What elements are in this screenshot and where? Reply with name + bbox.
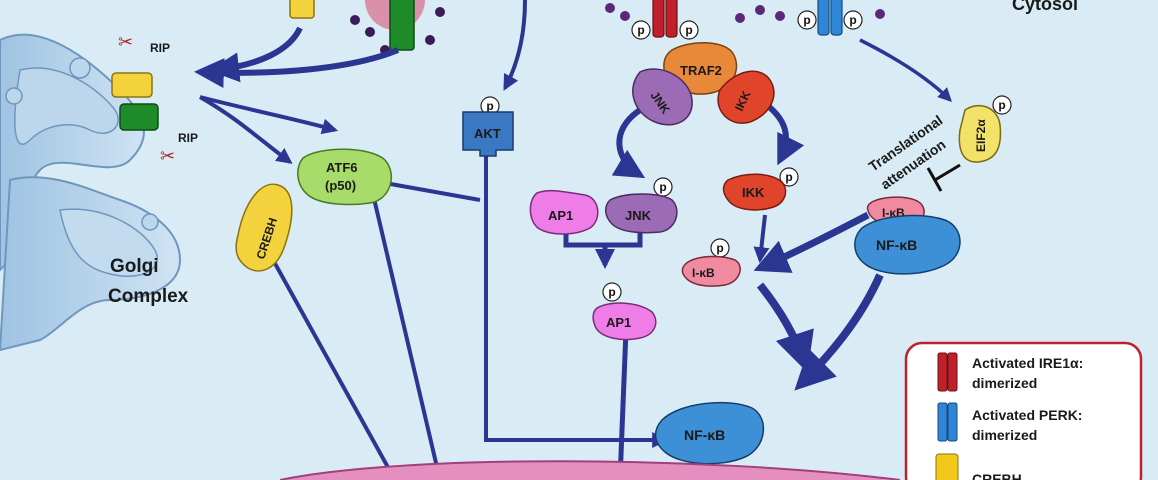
- nucleus-membrane: [279, 460, 901, 480]
- pathway-arrows: [194, 0, 952, 480]
- ribosome-dots-right: [605, 3, 885, 23]
- legend-perk-line2: dimerized: [972, 427, 1037, 443]
- crebh-protein: [235, 183, 293, 272]
- legend-ire1-line2: dimerized: [972, 375, 1037, 391]
- svg-text:p: p: [685, 23, 692, 37]
- akt-protein: [462, 111, 514, 157]
- scissors-icon-bottom: ✂: [160, 146, 175, 166]
- rip-label-top: RIP: [150, 41, 170, 55]
- rip-label-bottom: RIP: [178, 131, 198, 145]
- svg-text:p: p: [486, 99, 493, 113]
- svg-text:p: p: [608, 285, 615, 299]
- legend-ire1-line1: Activated IRE1α:: [972, 355, 1083, 371]
- jnk-label-mid: JNK: [625, 208, 652, 223]
- ikappab-protein-mid: [681, 255, 741, 287]
- nfkappab-label-complex: NF-κB: [876, 237, 917, 253]
- traf2-label: TRAF2: [680, 63, 722, 78]
- svg-text:p: p: [849, 13, 856, 27]
- jnk-protein-top: [632, 68, 693, 126]
- phospho-badges: p p p p p p p p p p: [480, 10, 1012, 302]
- eif2a-protein: [958, 104, 1002, 163]
- legend-perk-line1: Activated PERK:: [972, 407, 1082, 423]
- nfkappab-protein-lower: [654, 401, 765, 465]
- atf6-protein: [297, 148, 393, 206]
- golgi-label-line2: Complex: [108, 286, 189, 307]
- svg-text:p: p: [637, 23, 644, 37]
- ire1-dimer-b: [665, 0, 678, 38]
- golgi-complex: [0, 33, 182, 352]
- atf6-label-line2: (p50): [325, 178, 356, 193]
- cytosol-label: Cytosol: [1012, 0, 1078, 14]
- legend-crebh-line1: CREBH: [972, 471, 1022, 480]
- ap1-protein-lower: [592, 302, 657, 341]
- scissors-icon-top: ✂: [118, 32, 133, 52]
- svg-text:p: p: [785, 170, 792, 184]
- atf6-on-golgi: [119, 103, 159, 131]
- atf6-label-line1: ATF6: [326, 160, 358, 175]
- perk-dimer-a: [817, 0, 830, 36]
- legend-swatch-perk: [937, 402, 958, 442]
- ap1-protein-left: [529, 189, 599, 235]
- golgi-label-line1: Golgi: [110, 256, 159, 277]
- svg-text:p: p: [803, 13, 810, 27]
- legend-swatch-ire1: [937, 352, 958, 392]
- legend-swatch-crebh: [935, 453, 959, 480]
- ire1-dimer-a: [652, 0, 665, 38]
- crebh-on-golgi: [111, 72, 153, 98]
- eif2a-label: EIF2α: [974, 119, 988, 152]
- svg-text:p: p: [716, 241, 723, 255]
- legend-box: Activated IRE1α: dimerized Activated PER…: [904, 341, 1143, 480]
- ap1-label-lower: AP1: [606, 315, 631, 330]
- akt-label: AKT: [474, 126, 501, 141]
- nfkappab-protein-complex: [854, 214, 961, 275]
- ikappab-label-mid: I-κB: [692, 266, 715, 280]
- nfkappab-label-lower: NF-κB: [684, 427, 725, 443]
- atf6-top: [389, 0, 415, 51]
- crebh-top: [289, 0, 315, 19]
- perk-dimer-b: [830, 0, 843, 36]
- svg-text:p: p: [659, 180, 666, 194]
- inhibition-symbol: [926, 163, 961, 192]
- jnk-protein-mid: [605, 193, 678, 234]
- ikk-protein-top: [717, 70, 775, 124]
- ikk-label-mid: IKK: [742, 185, 765, 200]
- ikk-protein-mid: [722, 173, 787, 211]
- svg-text:p: p: [998, 98, 1005, 112]
- ap1-label-left: AP1: [548, 208, 573, 223]
